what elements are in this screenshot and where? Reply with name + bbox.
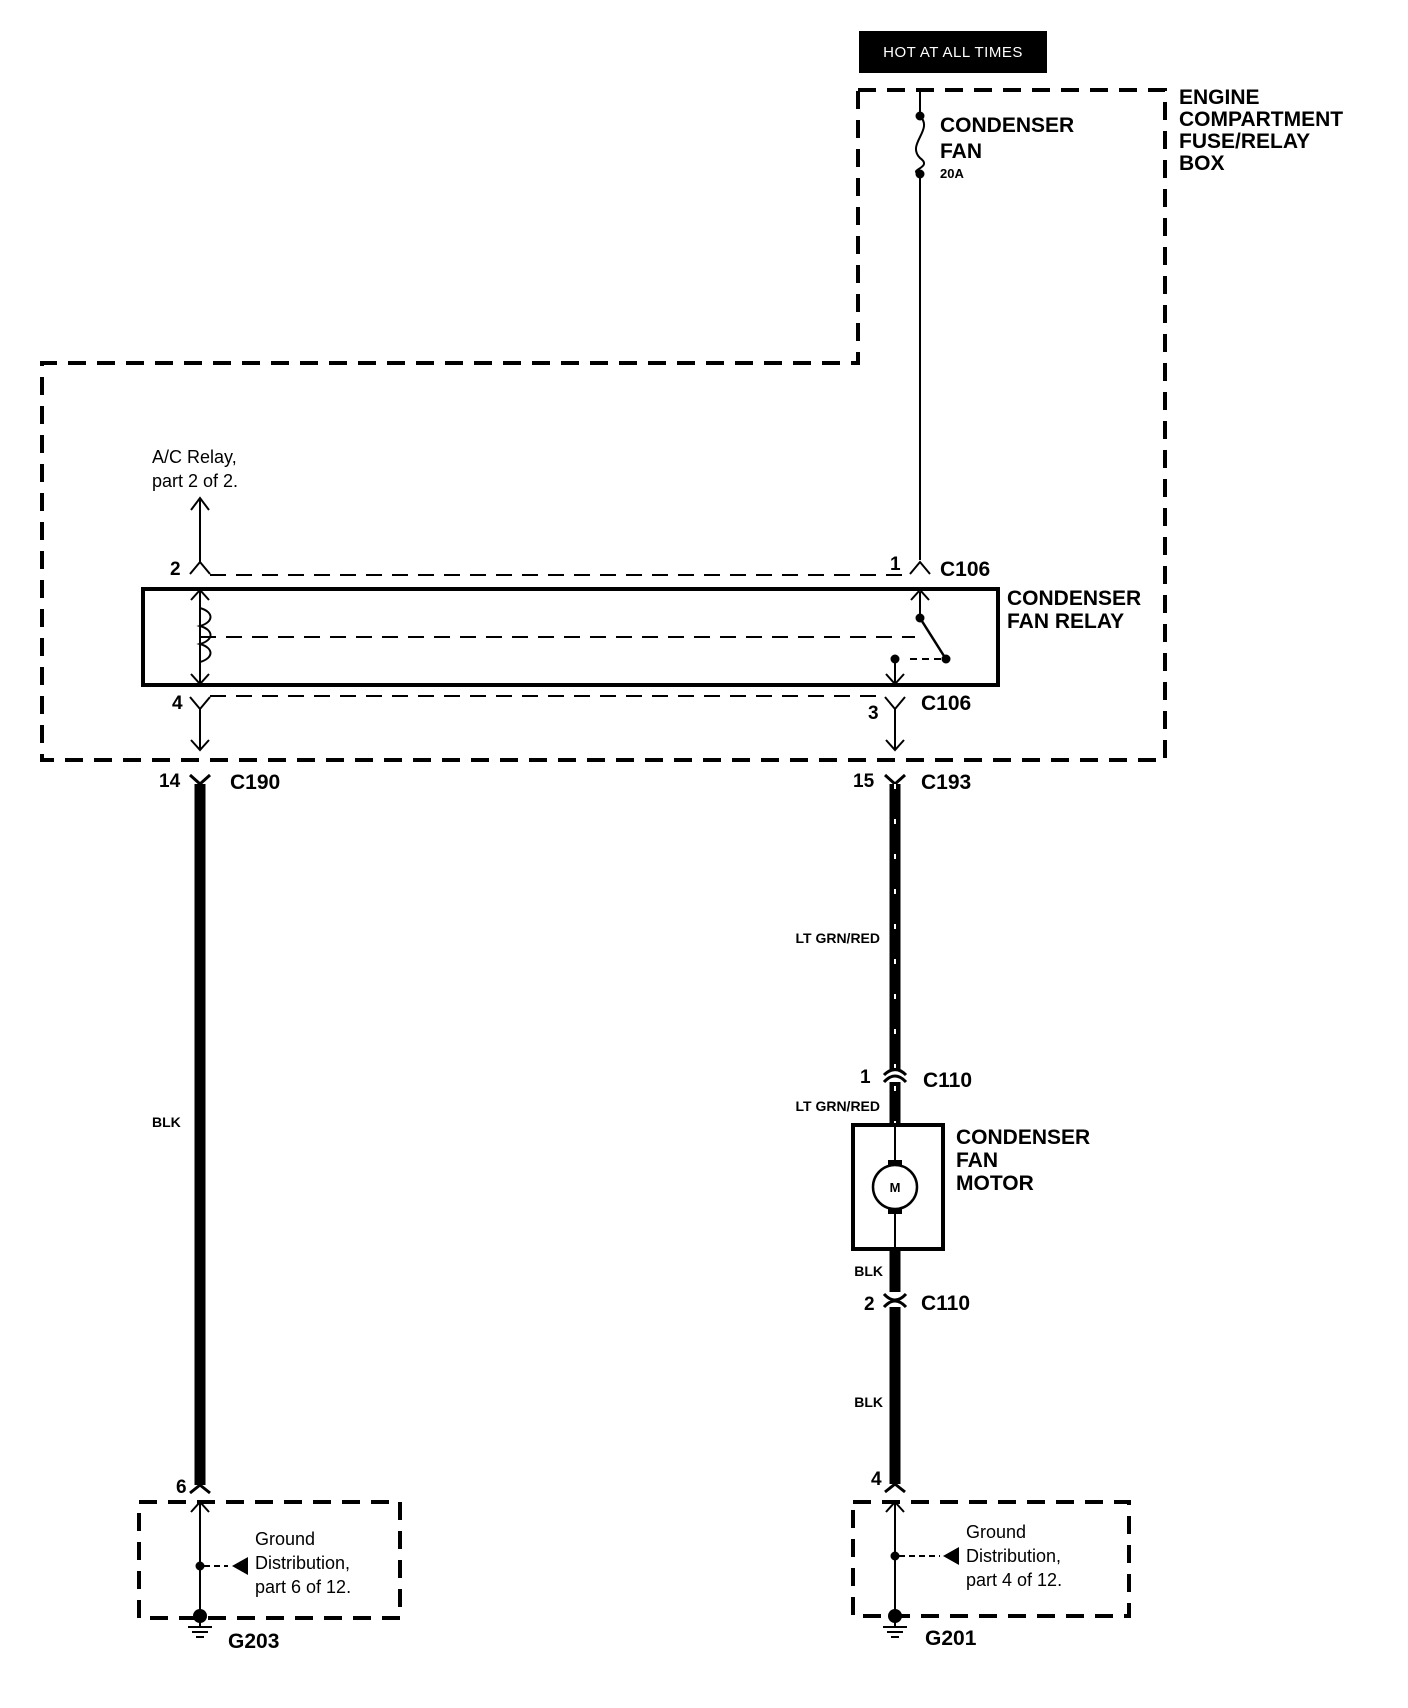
ac-relay-reference: A/C Relay, part 2 of 2. xyxy=(152,447,238,562)
svg-text:Distribution,: Distribution, xyxy=(255,1553,350,1573)
svg-text:CONDENSER: CONDENSER xyxy=(1007,587,1141,610)
svg-text:C110: C110 xyxy=(923,1069,972,1092)
svg-text:G203: G203 xyxy=(228,1630,279,1653)
power-source-box xyxy=(859,31,1047,73)
arrow-down-icon xyxy=(190,739,210,752)
svg-text:BLK: BLK xyxy=(854,1263,883,1279)
connector-pin-3 xyxy=(884,696,906,711)
relay-top-connectors: 2 1 C106 xyxy=(170,554,990,581)
arrow-left-icon xyxy=(232,1557,248,1575)
connector-pin-1 xyxy=(909,560,931,575)
svg-text:FAN: FAN xyxy=(940,140,982,163)
svg-text:G201: G201 xyxy=(925,1627,977,1650)
connector-pin-6 xyxy=(189,1483,211,1495)
connector-c193 xyxy=(883,773,907,787)
fuse-relay-box-label: ENGINE COMPARTMENT FUSE/RELAY BOX xyxy=(1179,86,1343,175)
svg-text:1: 1 xyxy=(890,554,901,575)
svg-text:FAN RELAY: FAN RELAY xyxy=(1007,610,1124,633)
relay-coil-symbol xyxy=(196,607,212,663)
svg-text:4: 4 xyxy=(172,693,183,714)
svg-text:2: 2 xyxy=(864,1294,875,1315)
svg-text:Ground: Ground xyxy=(966,1522,1026,1542)
svg-text:A/C Relay,: A/C Relay, xyxy=(152,447,237,467)
svg-text:1: 1 xyxy=(860,1067,871,1088)
svg-text:M: M xyxy=(890,1180,901,1195)
svg-text:CONDENSER: CONDENSER xyxy=(940,114,1074,137)
fuse-relay-box-boundary xyxy=(40,88,1167,762)
ground-icon xyxy=(883,1616,907,1638)
svg-text:C106: C106 xyxy=(921,692,971,715)
relay-body xyxy=(141,587,1000,687)
arrow-up-icon xyxy=(190,1500,210,1513)
svg-text:C110: C110 xyxy=(921,1292,970,1315)
relay-bottom-connectors: 4 3 C106 xyxy=(172,692,971,752)
svg-text:15: 15 xyxy=(853,771,875,792)
ground-distribution-box-right xyxy=(851,1500,1131,1618)
connector-c110-bottom xyxy=(882,1299,908,1309)
svg-text:Ground: Ground xyxy=(255,1529,315,1549)
svg-text:part 2 of 2.: part 2 of 2. xyxy=(152,471,238,491)
svg-text:part 6 of 12.: part 6 of 12. xyxy=(255,1577,351,1597)
svg-text:BLK: BLK xyxy=(152,1114,181,1130)
condenser-fan-relay: CONDENSER FAN RELAY xyxy=(141,587,1141,687)
svg-text:3: 3 xyxy=(868,703,879,724)
svg-text:part 4 of 12.: part 4 of 12. xyxy=(966,1570,1062,1590)
power-source: HOT AT ALL TIMES xyxy=(859,31,1047,73)
svg-text:LT GRN/RED: LT GRN/RED xyxy=(795,1098,880,1114)
svg-text:Distribution,: Distribution, xyxy=(966,1546,1061,1566)
connector-pin-4 xyxy=(189,696,211,711)
svg-text:20A: 20A xyxy=(940,166,964,181)
arrow-up-icon xyxy=(885,1500,905,1513)
fuse-symbol xyxy=(914,115,926,175)
svg-text:MOTOR: MOTOR xyxy=(956,1172,1034,1195)
connector-pin-2 xyxy=(189,560,211,575)
svg-text:COMPARTMENT: COMPARTMENT xyxy=(1179,108,1343,131)
svg-text:LT GRN/RED: LT GRN/RED xyxy=(795,930,880,946)
svg-text:2: 2 xyxy=(170,559,181,580)
svg-text:FAN: FAN xyxy=(956,1149,998,1172)
svg-text:C193: C193 xyxy=(921,771,971,794)
svg-text:BLK: BLK xyxy=(854,1394,883,1410)
arrow-up-icon xyxy=(190,496,210,511)
svg-text:ENGINE: ENGINE xyxy=(1179,86,1260,109)
svg-text:C190: C190 xyxy=(230,771,280,794)
connector-c110-top xyxy=(882,1068,908,1077)
arrow-left-icon xyxy=(943,1547,959,1565)
motor-housing xyxy=(851,1123,945,1251)
condenser-fan-motor: M CONDENSER FAN MOTOR xyxy=(851,1123,1090,1251)
svg-text:C106: C106 xyxy=(940,558,990,581)
svg-text:4: 4 xyxy=(871,1469,882,1490)
arrow-down-icon xyxy=(885,739,905,752)
svg-text:CONDENSER: CONDENSER xyxy=(956,1126,1090,1149)
ground-distribution-box-left xyxy=(137,1500,402,1620)
svg-text:14: 14 xyxy=(159,771,181,792)
motor-icon xyxy=(871,1163,919,1211)
right-motor-branch: 15 C193 LT GRN/RED 1 C110 LT GRN/RED M C… xyxy=(795,771,1131,1650)
connector-c190 xyxy=(188,773,212,787)
condenser-fan-fuse: CONDENSER FAN 20A xyxy=(914,92,1074,560)
power-source-label: HOT AT ALL TIMES xyxy=(883,44,1023,61)
ground-icon xyxy=(188,1616,212,1638)
connector-pin-4-ground xyxy=(884,1482,906,1494)
svg-text:FUSE/RELAY: FUSE/RELAY xyxy=(1179,130,1310,153)
left-ground-branch: 14 C190 BLK 6 Ground Distribution, part … xyxy=(137,771,402,1653)
svg-text:BOX: BOX xyxy=(1179,152,1225,175)
svg-text:6: 6 xyxy=(176,1477,187,1498)
relay-switch-blade xyxy=(918,617,946,657)
